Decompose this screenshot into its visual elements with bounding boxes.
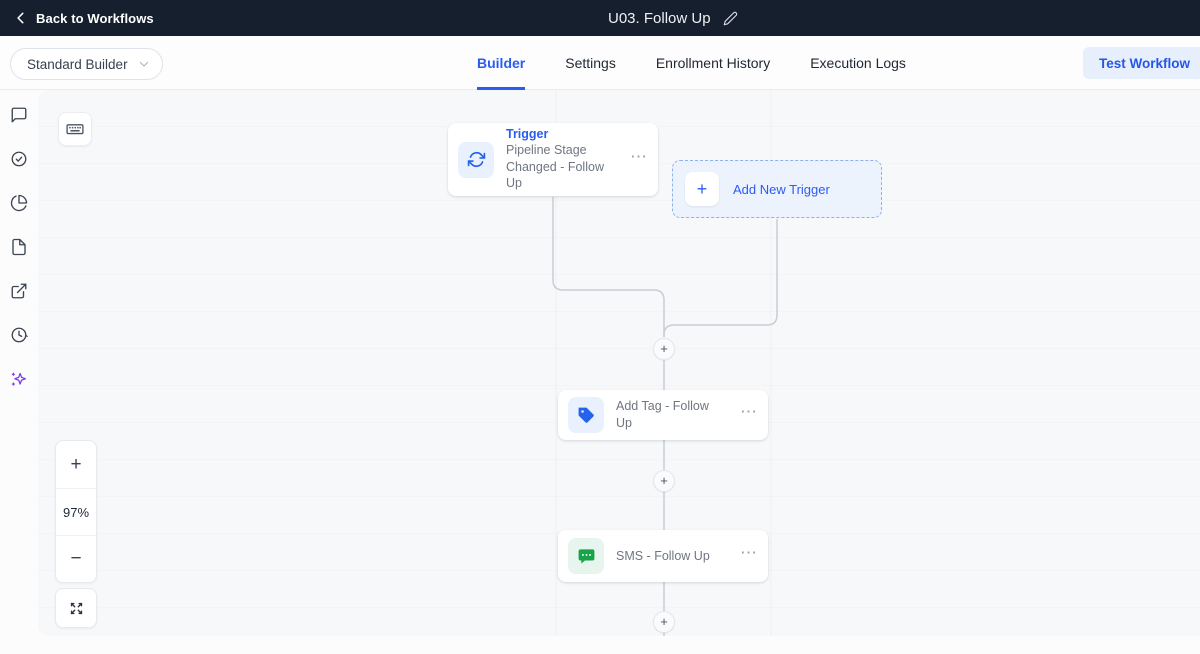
tab-enrollment-history[interactable]: Enrollment History [655, 55, 771, 71]
zoom-in-button[interactable]: + [70, 453, 82, 475]
workflow-title: U03. Follow Up [608, 9, 711, 27]
tab-builder[interactable]: Builder [477, 36, 526, 90]
add-step-button[interactable]: + [653, 470, 675, 492]
zoom-controls: + 97% − [55, 440, 97, 583]
add-new-trigger-label: Add New Trigger [733, 181, 830, 197]
toolbar-tabs: Builder Settings Enrollment History Exec… [477, 36, 906, 90]
trigger-node[interactable]: Trigger Pipeline Stage Changed - Follow … [448, 123, 658, 196]
test-workflow-button[interactable]: Test Workflow [1082, 47, 1200, 79]
expand-icon [68, 600, 85, 617]
tab-execution-logs[interactable]: Execution Logs [810, 55, 906, 71]
add-tag-node-title: Add Tag - Follow Up [616, 399, 709, 430]
pie-chart-icon[interactable] [10, 194, 28, 212]
add-tag-node-menu-dots[interactable]: ⋯ [740, 402, 758, 421]
add-step-button[interactable]: + [653, 338, 675, 360]
chevron-left-icon [14, 11, 28, 25]
add-tag-node-text: Add Tag - Follow Up [616, 398, 728, 432]
external-link-icon[interactable] [10, 282, 28, 300]
builder-mode-select[interactable]: Standard Builder [10, 48, 163, 80]
trigger-node-text: Trigger Pipeline Stage Changed - Follow … [506, 127, 618, 193]
left-icon-rail [0, 90, 38, 654]
trigger-node-category: Trigger [506, 126, 549, 141]
trigger-node-menu-dots[interactable]: ⋯ [630, 146, 648, 166]
workflow-title-group: U03. Follow Up [608, 0, 738, 36]
sms-node-title: SMS - Follow Up [616, 548, 710, 563]
builder-mode-value: Standard Builder [27, 56, 128, 72]
chevron-down-icon [138, 58, 150, 70]
keyboard-shortcuts-button[interactable] [58, 112, 92, 146]
add-new-trigger-node[interactable]: + Add New Trigger [672, 160, 882, 218]
trigger-node-title: Pipeline Stage Changed - Follow Up [506, 142, 604, 191]
add-tag-node[interactable]: Add Tag - Follow Up ⋯ [558, 390, 768, 440]
builder-toolbar: Standard Builder Builder Settings Enroll… [0, 36, 1200, 90]
top-header-bar: Back to Workflows U03. Follow Up [0, 0, 1200, 36]
plus-icon: + [685, 172, 719, 206]
zoom-out-button[interactable]: − [56, 535, 96, 582]
ai-sparkles-icon[interactable] [10, 370, 28, 388]
check-circle-icon[interactable] [10, 150, 28, 168]
workflow-canvas[interactable]: Trigger Pipeline Stage Changed - Follow … [38, 90, 1200, 636]
fit-to-screen-button[interactable] [55, 588, 97, 628]
tag-icon [568, 397, 604, 433]
zoom-level-indicator: 97% [56, 488, 96, 535]
edit-title-pencil-icon[interactable] [723, 11, 738, 26]
back-label: Back to Workflows [36, 10, 154, 26]
sms-node-text: SMS - Follow Up [616, 548, 728, 565]
history-icon[interactable] [10, 326, 28, 344]
back-to-workflows-button[interactable]: Back to Workflows [0, 11, 154, 26]
sms-node[interactable]: SMS - Follow Up ⋯ [558, 530, 768, 582]
add-step-button[interactable]: + [653, 611, 675, 633]
refresh-icon [458, 141, 494, 178]
sms-icon [568, 538, 604, 574]
sms-node-menu-dots[interactable]: ⋯ [740, 543, 758, 562]
document-icon[interactable] [10, 238, 28, 256]
comment-icon[interactable] [10, 106, 28, 124]
keyboard-icon [65, 119, 85, 139]
tab-settings[interactable]: Settings [565, 55, 616, 71]
